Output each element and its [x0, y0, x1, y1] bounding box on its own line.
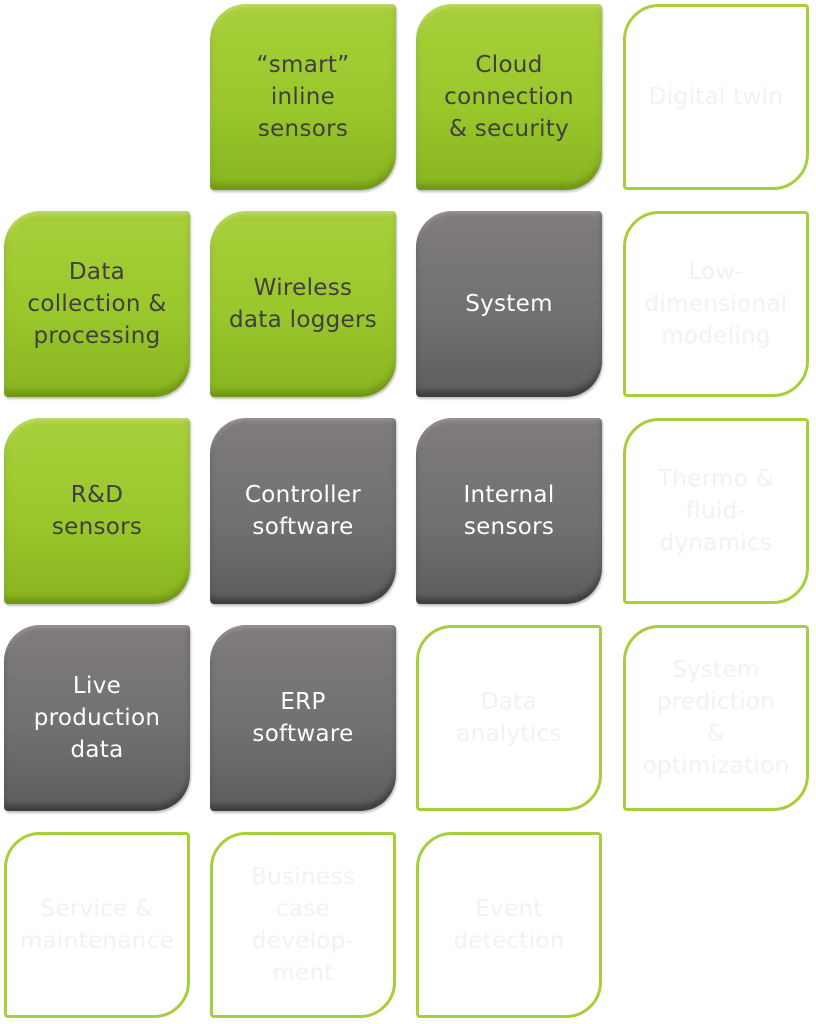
tile-digital-twin: Digital twin [623, 4, 809, 190]
tile-data-analytics: Data analytics [416, 625, 602, 811]
tile-erp-software: ERP software [210, 625, 396, 811]
tile-system: System [416, 211, 602, 397]
tile-event-detection: Event detection [416, 832, 602, 1018]
tile-business-case-development: Business case develop- ment [210, 832, 396, 1018]
tile-live-production-data: Live production data [4, 625, 190, 811]
tile-internal-sensors: Internal sensors [416, 418, 602, 604]
tile-wireless-data-loggers: Wireless data loggers [210, 211, 396, 397]
tile-controller-software: Controller software [210, 418, 396, 604]
tile-thermo-fluid-dynamics: Thermo & fluid- dynamics [623, 418, 809, 604]
tile-system-prediction-optimization: System prediction & optimization [623, 625, 809, 811]
tile-low-dimensional-modeling: Low- dimensional modeling [623, 211, 809, 397]
tile-rd-sensors: R&D sensors [4, 418, 190, 604]
tile-service-maintenance: Service & maintenance [4, 832, 190, 1018]
tile-cloud-connection-security: Cloud connection & security [416, 4, 602, 190]
tile-smart-inline-sensors: “smart” inline sensors [210, 4, 396, 190]
tile-data-collection-processing: Data collection & processing [4, 211, 190, 397]
